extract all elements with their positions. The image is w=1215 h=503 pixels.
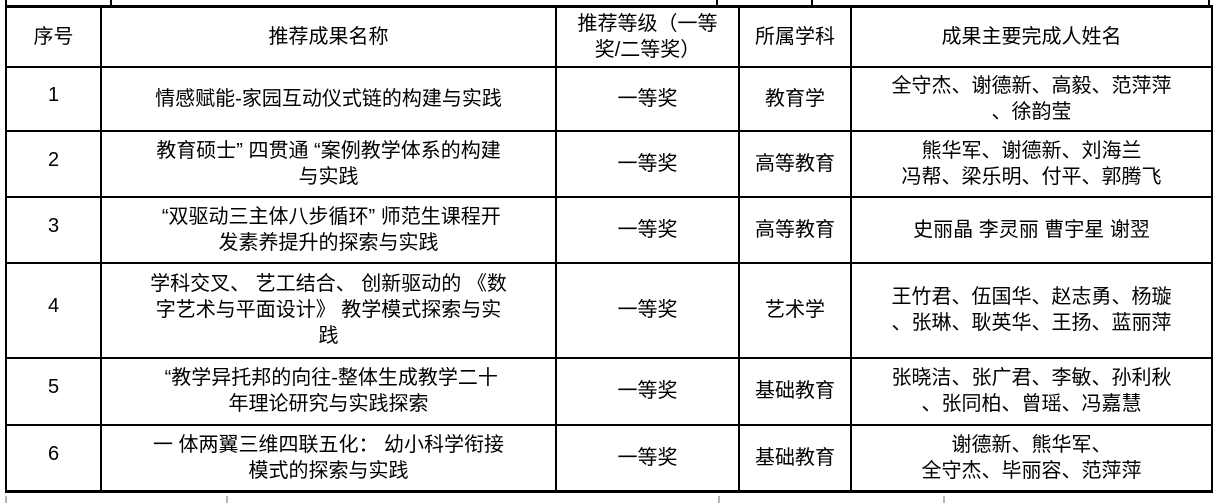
cell-level: 一等奖	[555, 261, 740, 359]
top-crop-gridline	[1208, 0, 1210, 6]
cell-level: 一等奖	[555, 195, 740, 264]
cell-subject: 基础教育	[738, 423, 852, 493]
cell-num: 2	[5, 129, 102, 198]
bottom-crop-gridline	[718, 496, 720, 503]
bottom-crop-gridline	[943, 496, 945, 503]
cell-subject: 基础教育	[738, 356, 852, 426]
top-crop-gridline	[716, 0, 718, 6]
header-cell-level: 推荐等级（一等 奖/二等奖）	[555, 5, 740, 68]
cell-names: 张晓洁、张广君、李敏、孙利秋 、张同柏、曾瑶、冯嘉慧	[850, 356, 1213, 426]
cell-num: 4	[5, 261, 102, 359]
bottom-crop-gridline	[5, 496, 7, 503]
table-row: 3 “双驱动三主体八步循环” 师范生课程开 发素养提升的探索与实践 一等奖 高等…	[5, 195, 1213, 264]
cell-names: 史丽晶 李灵丽 曹宇星 谢翌	[850, 195, 1213, 264]
cell-num: 5	[5, 356, 102, 426]
top-crop-gridline	[110, 0, 112, 6]
cell-names: 谢德新、熊华军、 全守杰、毕丽容、范萍萍	[850, 423, 1213, 493]
cell-title: 情感赋能-家园互动仪式链的构建与实践	[100, 65, 557, 132]
cell-title: 一 体两翼三维四联五化： 幼小科学衔接 模式的探索与实践	[100, 423, 557, 493]
cell-title: “教学异托邦的向往-整体生成教学二十 年理论研究与实践探索	[100, 356, 557, 426]
cell-num: 3	[5, 195, 102, 264]
cell-names: 全守杰、谢德新、高毅、范萍萍 、徐韵莹	[850, 65, 1213, 132]
cell-names: 王竹君、伍国华、赵志勇、杨璇 、张琳、耿英华、王扬、蓝丽萍	[850, 261, 1213, 359]
table-row: 1 情感赋能-家园互动仪式链的构建与实践 一等奖 教育学 全守杰、谢德新、高毅、…	[5, 65, 1213, 132]
cell-level: 一等奖	[555, 65, 740, 132]
top-crop-gridline	[811, 0, 813, 6]
cell-title: “双驱动三主体八步循环” 师范生课程开 发素养提升的探索与实践	[100, 195, 557, 264]
award-results-table: 序号 推荐成果名称 推荐等级（一等 奖/二等奖） 所属学科 成果主要完成人姓名 …	[5, 5, 1213, 493]
cell-level: 一等奖	[555, 129, 740, 198]
table-row: 6 一 体两翼三维四联五化： 幼小科学衔接 模式的探索与实践 一等奖 基础教育 …	[5, 423, 1213, 493]
table-row: 4 学科交叉、 艺工结合、 创新驱动的 《数 字艺术与平面设计》 教学模式探索与…	[5, 261, 1213, 359]
cell-subject: 艺术学	[738, 261, 852, 359]
header-cell-title: 推荐成果名称	[100, 5, 557, 68]
cell-num: 1	[5, 65, 102, 132]
cell-num: 6	[5, 423, 102, 493]
cell-title: 教育硕士” 四贯通 “案例教学体系的构建 与实践	[100, 129, 557, 198]
cell-subject: 高等教育	[738, 129, 852, 198]
table-row: 5 “教学异托邦的向往-整体生成教学二十 年理论研究与实践探索 一等奖 基础教育…	[5, 356, 1213, 426]
header-cell-num: 序号	[5, 5, 102, 68]
cell-subject: 高等教育	[738, 195, 852, 264]
header-cell-names: 成果主要完成人姓名	[850, 5, 1213, 68]
table-header-row: 序号 推荐成果名称 推荐等级（一等 奖/二等奖） 所属学科 成果主要完成人姓名	[5, 5, 1213, 68]
cell-title: 学科交叉、 艺工结合、 创新驱动的 《数 字艺术与平面设计》 教学模式探索与实 …	[100, 261, 557, 359]
cell-names: 熊华军、谢德新、刘海兰 冯帮、梁乐明、付平、郭腾飞	[850, 129, 1213, 198]
bottom-crop-gridline	[226, 496, 228, 503]
cell-level: 一等奖	[555, 423, 740, 493]
header-cell-subject: 所属学科	[738, 5, 852, 68]
table-row: 2 教育硕士” 四贯通 “案例教学体系的构建 与实践 一等奖 高等教育 熊华军、…	[5, 129, 1213, 198]
top-crop-gridline	[5, 0, 7, 6]
cell-level: 一等奖	[555, 356, 740, 426]
cell-subject: 教育学	[738, 65, 852, 132]
